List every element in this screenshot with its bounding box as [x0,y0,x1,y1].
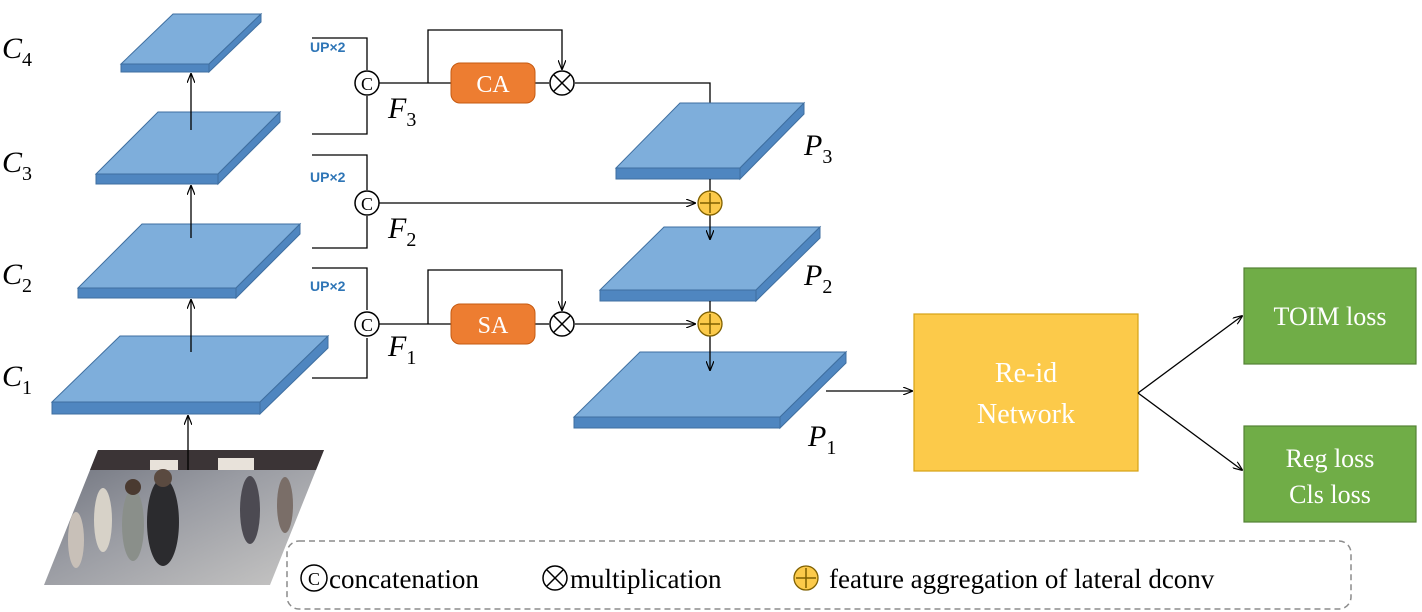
concat-node-f3: C [354,70,380,96]
svg-text:Reg loss: Reg loss [1286,444,1375,473]
pyramid-layer-p3 [614,101,806,181]
concat-node-f2: C [354,190,380,216]
label-p2: P2 [803,259,832,298]
sa-branch-lines [379,269,695,324]
svg-text:C: C [361,315,373,335]
reid-to-loss-arrows [1137,316,1242,470]
backbone-layer-c1 [50,334,330,416]
legend: C concatenation multiplication feature a… [286,540,1352,610]
legend-multiply-label: multiplication [570,564,722,594]
multiply-node-bottom [549,311,575,337]
upsample-label-2: UP×2 [310,169,346,185]
toim-loss-box: TOIM loss [1243,267,1417,365]
label-f3: F3 [387,92,416,131]
svg-text:Network: Network [977,399,1075,430]
label-p3: P3 [803,129,832,168]
legend-multiply-icon [542,565,568,591]
svg-text:TOIM loss: TOIM loss [1274,302,1387,331]
reg-cls-loss-box: Reg loss Cls loss [1243,425,1417,523]
backbone-layer-c4 [119,12,263,74]
pyramid-layer-p1 [572,350,848,430]
label-f1: F1 [387,330,416,369]
concat-node-f1: C [354,311,380,337]
aggregation-node-bottom [697,311,723,337]
ca-module: CA [450,62,536,104]
svg-text:C: C [361,194,373,214]
svg-text:C: C [308,569,320,589]
label-f2: F2 [387,212,416,251]
legend-concat-icon: C [300,564,328,592]
label-p1: P1 [807,420,836,459]
pyramid-layer-p2 [598,225,822,303]
bracket-connectors [312,37,368,379]
input-image [44,450,324,585]
label-c3: C3 [2,146,32,185]
backbone-arrows [188,74,191,470]
svg-text:Cls loss: Cls loss [1289,480,1371,509]
svg-text:CA: CA [476,72,510,98]
legend-concat-label: concatenation [329,564,479,594]
backbone-layer-c2 [76,222,302,300]
upsample-label-3: UP×2 [310,278,346,294]
backbone-layer-c3 [94,110,282,186]
legend-aggregation-icon [793,565,819,591]
multiply-node-top [549,70,575,96]
sa-module: SA [450,303,536,345]
reid-network: Re-id Network [913,313,1139,472]
upsample-label-1: UP×2 [310,39,346,55]
svg-text:Re-id: Re-id [995,358,1057,389]
label-c2: C2 [2,258,32,297]
ca-branch-lines [379,29,710,118]
label-c1: C1 [2,360,32,399]
svg-text:C: C [361,74,373,94]
label-c4: C4 [2,32,32,71]
svg-text:SA: SA [478,313,509,339]
legend-aggregation-label: feature aggregation of lateral dconv [829,564,1215,594]
aggregation-node-top [697,190,723,216]
